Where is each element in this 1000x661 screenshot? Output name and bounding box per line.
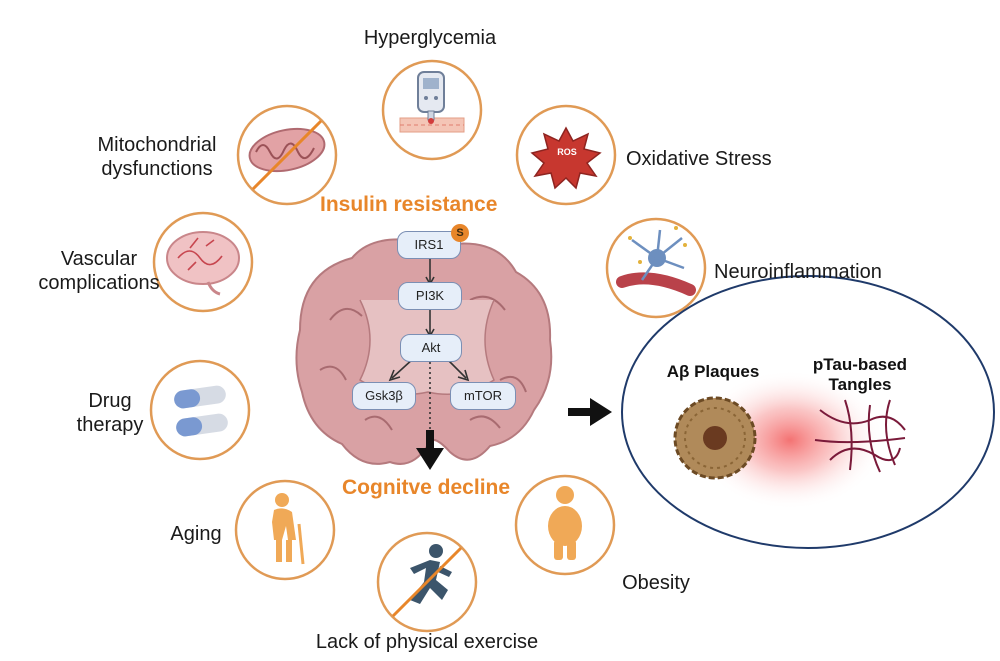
pill-capsules-icon bbox=[174, 385, 228, 437]
pathway-gsk3b: Gsk3β bbox=[352, 382, 416, 410]
label-oxidative-stress: Oxidative Stress bbox=[626, 148, 772, 170]
prohibited-slash-icon bbox=[251, 119, 323, 191]
pathology-outcome bbox=[621, 275, 995, 549]
label-mitochondrial: Mitochondrial dysfunctions bbox=[82, 133, 232, 181]
label-aging: Aging bbox=[170, 523, 222, 545]
tau-tangles-icon bbox=[814, 399, 906, 473]
pathway-irs1: IRS1 bbox=[397, 231, 461, 259]
microglia-icon bbox=[616, 226, 696, 296]
aging-node bbox=[234, 479, 336, 581]
label-vascular-line1: Vascular bbox=[60, 248, 138, 270]
glucometer-icon bbox=[399, 71, 465, 133]
pathway-akt: Akt bbox=[400, 334, 462, 362]
drug-therapy-node bbox=[149, 359, 251, 461]
label-mitochondrial-line1: Mitochondrial bbox=[97, 134, 217, 156]
hyperglycemia-node bbox=[381, 59, 483, 161]
pathway-pi3k: PI3K bbox=[398, 282, 462, 310]
obese-person-icon bbox=[548, 486, 582, 560]
mitochondria-icon bbox=[248, 127, 326, 173]
ros-burst-icon bbox=[530, 126, 602, 190]
outcome-arrow-icon bbox=[568, 398, 612, 426]
ros-label: ROS bbox=[557, 147, 577, 157]
obesity-node bbox=[514, 474, 616, 576]
label-lack-of-exercise: Lack of physical exercise bbox=[315, 631, 539, 653]
tangles-title-line2: Tangles bbox=[828, 375, 892, 394]
plaques-title: Aβ Plaques bbox=[666, 362, 760, 381]
pathway-mtor: mTOR bbox=[450, 382, 516, 410]
label-obesity: Obesity bbox=[622, 572, 690, 594]
tangles-title: pTau-based Tangles bbox=[790, 355, 930, 395]
mitochondria-node bbox=[236, 104, 338, 206]
phospho-s-badge: S bbox=[451, 224, 469, 242]
label-vascular: Vascular complications bbox=[24, 247, 174, 295]
cognitive-decline-title: Cognitve decline bbox=[342, 476, 511, 499]
oxidative-stress-node bbox=[515, 104, 617, 206]
decline-arrow-icon bbox=[416, 430, 444, 470]
insulin-resistance-title: Insulin resistance bbox=[320, 193, 498, 216]
brain-icon bbox=[166, 231, 240, 296]
label-drug-line2: therapy bbox=[76, 414, 144, 436]
label-neuroinflammation: Neuroinflammation bbox=[714, 261, 882, 283]
neuroinflammation-node bbox=[605, 217, 707, 319]
label-drug-line1: Drug bbox=[88, 390, 132, 412]
elderly-person-icon bbox=[272, 493, 305, 565]
label-vascular-line2: complications bbox=[38, 272, 160, 294]
label-hyperglycemia: Hyperglycemia bbox=[363, 27, 497, 49]
vascular-node bbox=[152, 211, 254, 313]
label-drug-therapy: Drug therapy bbox=[60, 389, 160, 437]
tangles-title-line1: pTau-based bbox=[812, 355, 908, 374]
amyloid-plaque-icon bbox=[673, 396, 757, 480]
label-mitochondrial-line2: dysfunctions bbox=[101, 158, 213, 180]
exercise-node bbox=[376, 531, 478, 633]
prohibited-slash-icon bbox=[391, 546, 463, 618]
